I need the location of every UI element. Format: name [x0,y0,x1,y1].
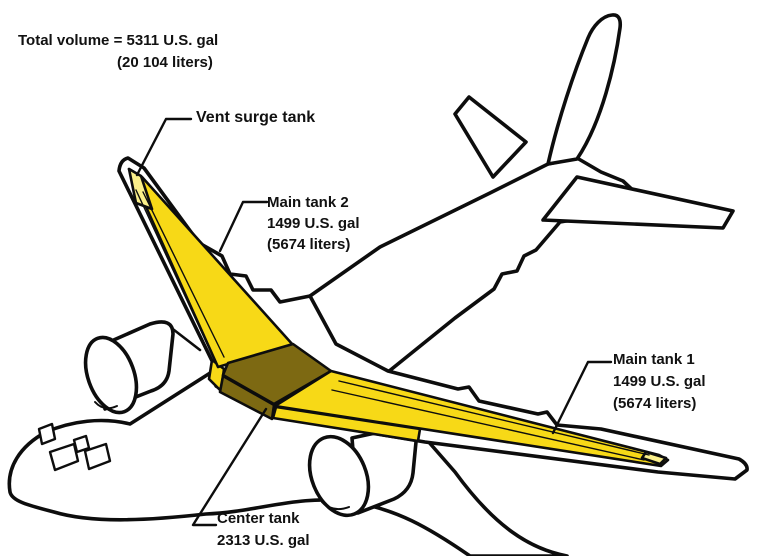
right-engine-intake [307,434,371,518]
total-volume-label-line2: (20 104 liters) [117,54,213,71]
main-tank-1-gallons: 1499 U.S. gal [613,373,706,390]
center-tank-gallons: 2313 U.S. gal [217,532,310,549]
left-wing-spar-line-2 [142,191,225,358]
main-tank-1-shape [273,369,670,468]
main-tank-2-leader [218,200,269,253]
right-wing-spar-line-2 [331,389,645,461]
left-horizontal-stabilizer [453,95,528,179]
right-horizontal-stabilizer [541,175,735,230]
vent-surge-tank-leader [135,117,193,177]
left-engine-intake [83,335,139,415]
total-volume-label-line1: Total volume = 5311 U.S. gal [18,32,219,49]
main-tank-2-liters: (5674 liters) [267,236,351,253]
cockpit-window-1 [37,422,57,446]
main-tank-1-name: Main tank 1 [613,351,695,368]
center-tank-label: Center tank 2313 U.S. gal [217,508,310,552]
center-tank-leader [191,407,268,527]
main-tank-2-gallons: 1499 U.S. gal [267,215,360,232]
main-tank-1-liters: (5674 liters) [613,395,697,412]
left-wing-spar-line [135,189,216,362]
cockpit-window-3 [72,434,91,454]
main-tank-2-label: Main tank 2 1499 U.S. gal (5674 liters) [267,192,360,255]
right-wing-spar-line [338,380,650,456]
main-tank-1-leader [551,360,613,435]
vertical-stabilizer [546,13,623,166]
right-engine-inner-lip [321,501,350,511]
main-tank-1-front-face [271,405,422,443]
left-engine-inner-lip [94,401,118,410]
main-tank-2-name: Main tank 2 [267,194,349,211]
cockpit-window-4 [83,442,112,471]
center-tank-name: Center tank [217,510,300,527]
cockpit-window-2 [48,442,80,472]
vent-surge-tank-label: Vent surge tank [196,109,316,126]
main-tank-1-label: Main tank 1 1499 U.S. gal (5674 liters) [613,349,706,415]
